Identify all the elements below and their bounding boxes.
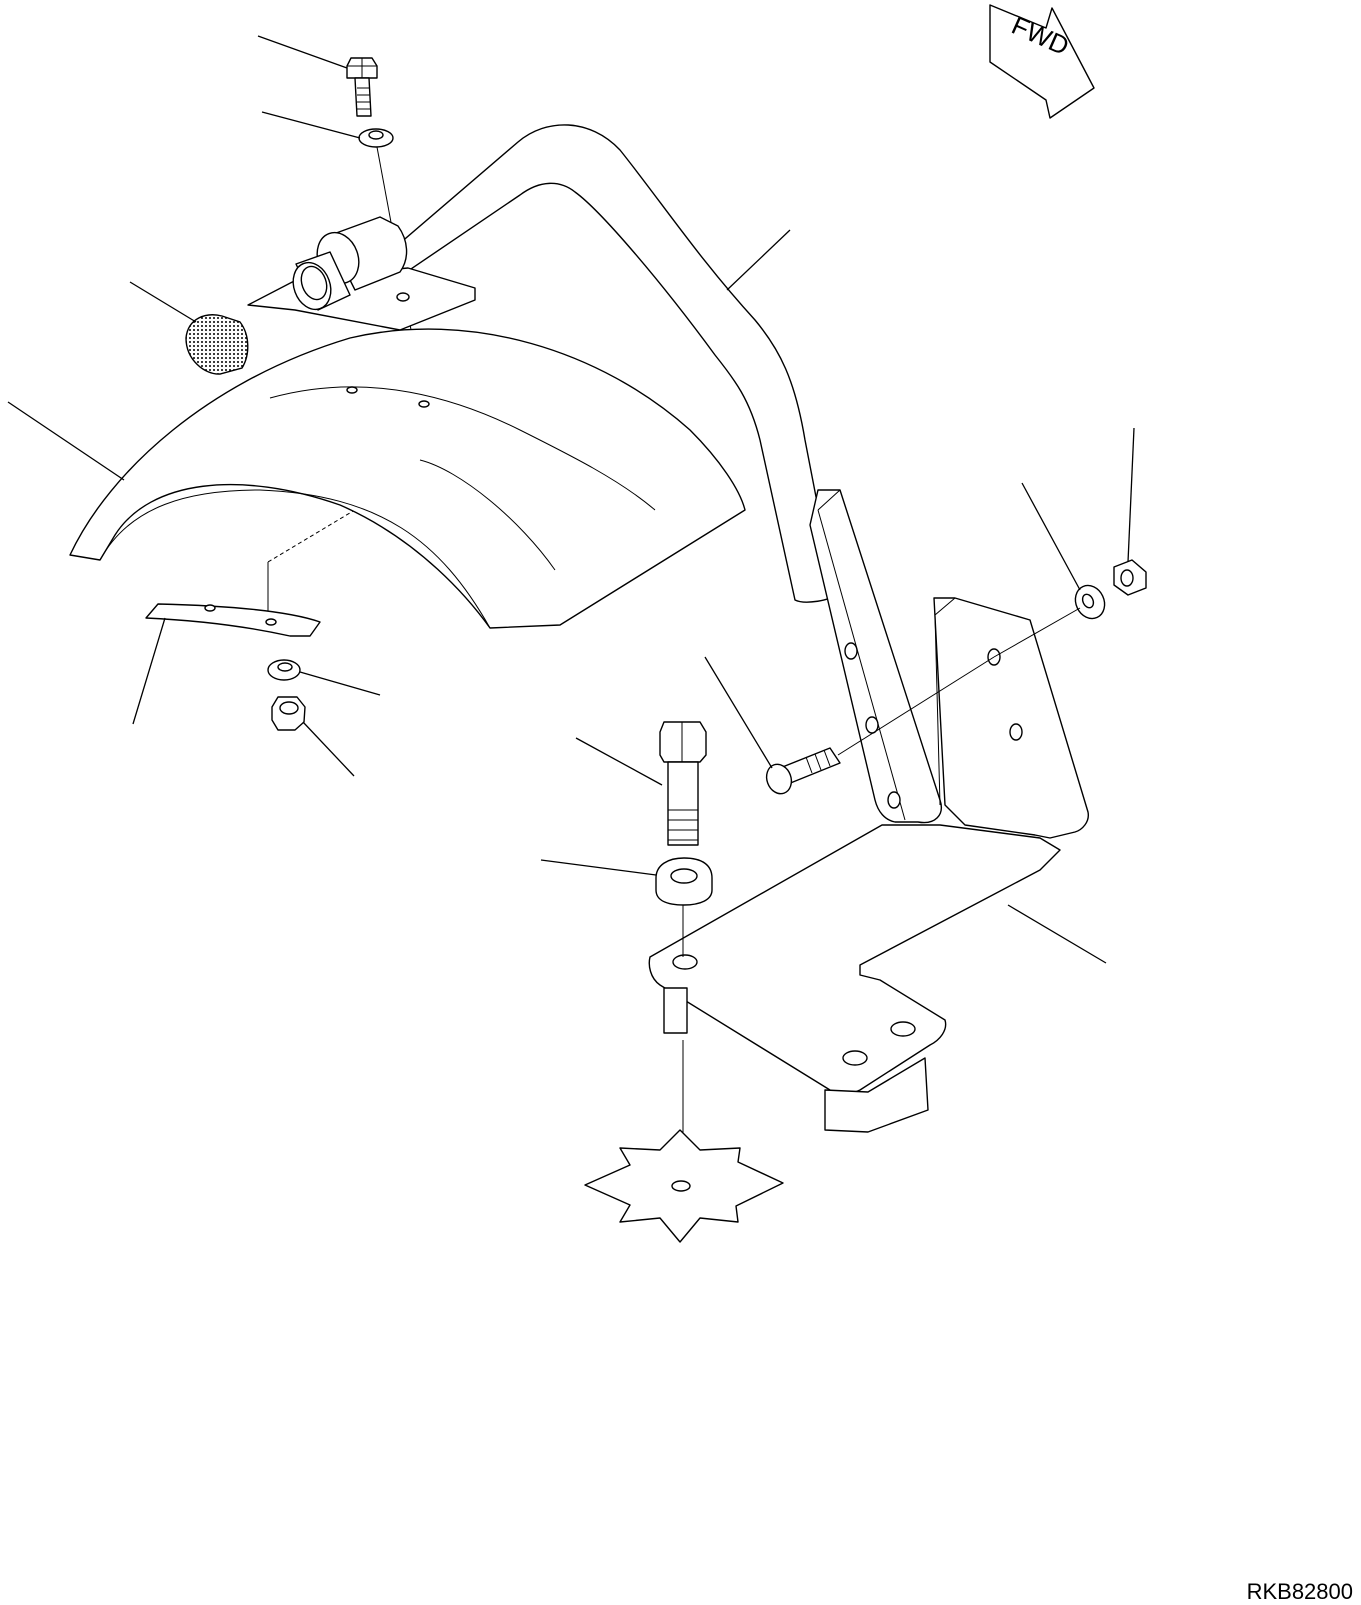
leader-handrail (726, 229, 791, 291)
lower-nut (271, 696, 306, 731)
clamp-plate (145, 603, 321, 637)
leader-lower-washer (299, 671, 381, 696)
leader-base-bracket (1007, 904, 1107, 964)
leader-rubber-cap (129, 281, 197, 323)
fender (69, 328, 746, 629)
leader-top-washer (261, 111, 361, 139)
leader-large-washer (540, 859, 657, 876)
drawing-reference-code: RKB82800 (1246, 1579, 1353, 1604)
leader-fender (7, 401, 125, 481)
tube-socket (247, 216, 476, 331)
top-washer (358, 128, 394, 148)
leader-right-nut (1127, 427, 1135, 563)
top-bolt (346, 57, 378, 117)
large-washer (655, 857, 713, 906)
lower-washer (267, 659, 301, 681)
leader-right-washer (1021, 482, 1081, 591)
large-bolt (659, 721, 707, 846)
leader-clamp-plate (132, 617, 166, 725)
right-axis (993, 607, 1081, 658)
side-bolt-axis (837, 656, 995, 756)
right-washer (1074, 584, 1106, 620)
leader-lines (7, 35, 1135, 964)
side-bolt (765, 747, 841, 795)
right-nut (1113, 559, 1147, 596)
vertical-plate (809, 489, 942, 824)
leader-side-bolt (704, 656, 773, 769)
floor-weld-symbol (584, 1129, 784, 1243)
fwd-arrow-icon: FWD (989, 4, 1095, 119)
rubber-cap (185, 314, 249, 375)
leader-large-bolt (575, 737, 663, 786)
leader-top-bolt (257, 35, 348, 69)
leader-lower-nut (302, 721, 355, 777)
base-bracket (648, 597, 1090, 1133)
